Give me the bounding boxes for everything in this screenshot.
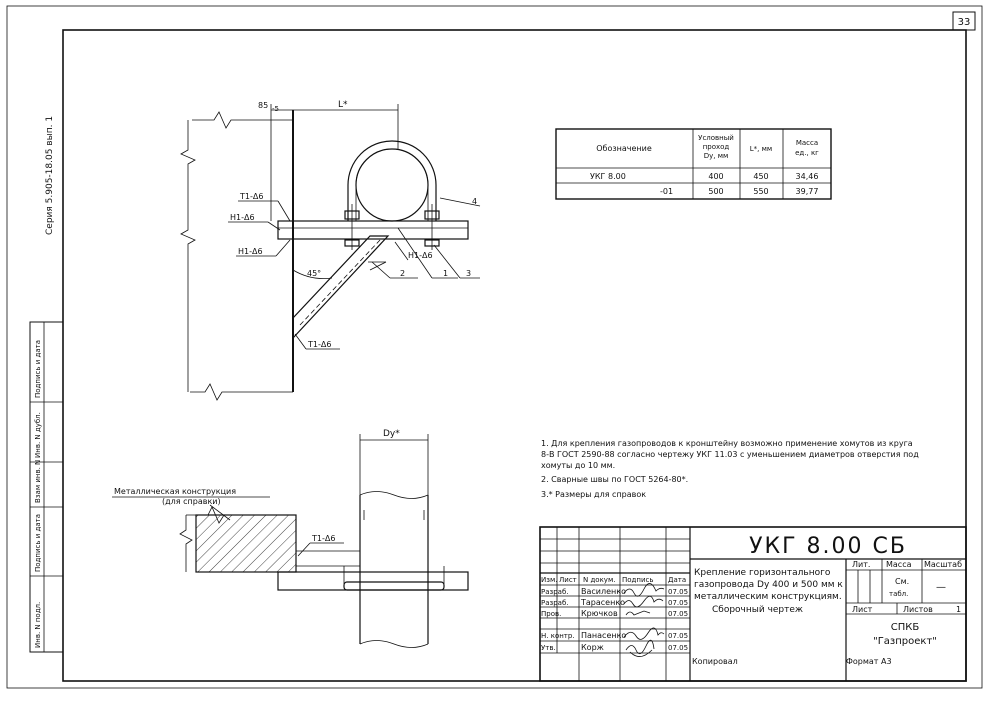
name-2: Тарасенко — [580, 598, 625, 607]
spec-header-mass-2: ед., кг — [795, 149, 819, 157]
stamp-inv-dubl: Инв. N дубл. — [34, 412, 42, 458]
callout-4: 4 — [472, 197, 477, 206]
col-list: Лист — [559, 576, 577, 584]
dim-85-label: 85 — [258, 101, 268, 110]
sheet-label: Лист — [852, 605, 873, 614]
mass-value: См. — [895, 577, 909, 586]
mass-value-2: табл. — [889, 590, 908, 598]
spec-row1-designation: УКГ 8.00 — [590, 172, 626, 181]
date-5: 07.05 — [668, 644, 688, 652]
series-label: Серия 5.905-18.05 вып. 1 — [45, 116, 55, 235]
role-5: Утв. — [541, 644, 556, 652]
org-name-1: СПКБ — [891, 622, 920, 633]
dim-85-sub: -5 — [272, 105, 279, 113]
spec-header-dy-1: Условный — [698, 134, 734, 142]
stamp-podpis-1: Подпись и дата — [34, 514, 42, 572]
name-5: Корж — [581, 643, 604, 652]
side-stamp: Инв. N подл. Подпись и дата Взам инв. N … — [29, 321, 64, 653]
stamp-podpis-2: Подпись и дата — [34, 340, 42, 398]
col-izm: Изм. — [541, 576, 557, 584]
page-number-box — [952, 11, 976, 31]
angle-label: 45° — [307, 269, 321, 278]
plan-view: Металлическая конструкция (для справки) … — [112, 429, 469, 648]
note-line-2: 8-В ГОСТ 2590-88 согласно чертежу УКГ 11… — [541, 450, 919, 459]
spec-row2-mass: 39,77 — [796, 187, 819, 196]
spec-row1-dy: 400 — [708, 172, 723, 181]
date-1: 07.05 — [668, 588, 688, 596]
name-4: Панасенко — [581, 631, 626, 640]
scale-value: — — [936, 582, 946, 593]
title-line-3: металлическим конструкциям. — [694, 592, 842, 602]
spec-row1-l: 450 — [753, 172, 768, 181]
notes: 1. Для крепления газопроводов к кронштей… — [541, 439, 919, 499]
lit-label: Лит. — [852, 560, 870, 569]
spec-header-dy-3: Dу, мм — [704, 152, 729, 160]
weld-t1-plan: T1-Δ6 — [311, 534, 335, 543]
role-2: Разраб. — [541, 599, 569, 607]
spec-row2-dy: 500 — [708, 187, 723, 196]
signature-5 — [625, 639, 655, 657]
weld-h1-brace: H1-Δ6 — [408, 251, 433, 260]
role-3: Пров. — [541, 610, 561, 618]
col-podpis: Подпись — [622, 576, 654, 584]
note-line-4: 2. Сварные швы по ГОСТ 5264-80*. — [541, 475, 688, 484]
sheets-label: Листов — [903, 605, 933, 614]
metal-construction-sub: (для справки) — [162, 497, 221, 506]
copied-label: Копировал — [692, 657, 738, 666]
weld-t1-top: T1-Δ6 — [239, 192, 263, 201]
note-line-5: 3.* Размеры для справок — [541, 490, 646, 499]
page-number: 33 — [958, 17, 971, 28]
spec-row1-mass: 34,46 — [796, 172, 819, 181]
date-3: 07.05 — [668, 610, 688, 618]
note-line-3: хомуты до 10 мм. — [541, 461, 615, 470]
col-data: Дата — [668, 576, 686, 584]
col-ndokum: N докум. — [583, 576, 615, 584]
title-line-1: Крепление горизонтального — [694, 568, 831, 578]
spec-header-l: L*, мм — [750, 145, 772, 153]
drawing-code: УКГ 8.00 СБ — [749, 534, 907, 559]
metal-construction-title: Металлическая конструкция — [114, 487, 236, 496]
stamp-vzam-inv: Взам инв. N — [34, 460, 42, 503]
role-4: Н. контр. — [541, 632, 575, 640]
name-3: Крючков — [581, 609, 618, 618]
stamp-inv-podl: Инв. N подл. — [34, 602, 42, 648]
spec-header-mass-1: Масса — [796, 139, 818, 147]
outer-frame — [6, 5, 983, 689]
weld-h1-top: H1-Δ6 — [230, 213, 255, 222]
signature-1 — [623, 583, 665, 597]
spec-row2-l: 550 — [753, 187, 768, 196]
role-1: Разраб. — [541, 588, 569, 596]
title-subtitle: Сборочный чертеж — [712, 605, 803, 615]
callout-2: 2 — [400, 269, 405, 278]
dim-l-label: L* — [338, 100, 348, 110]
callout-1: 1 — [443, 269, 448, 278]
spec-table: Обозначение Условный проход Dу, мм L*, м… — [555, 128, 832, 200]
note-line-1: 1. Для крепления газопроводов к кронштей… — [541, 439, 913, 448]
org-name-2: "Газпроект" — [873, 636, 937, 647]
dim-dy-label: Dу* — [383, 429, 400, 439]
signature-3 — [625, 610, 651, 616]
elevation-view: 85 -5 L* T1-Δ6 H1-Δ6 H1-Δ6 H1-Δ6 T1-Δ6 4… — [180, 100, 481, 401]
spec-header-dy-2: проход — [703, 143, 730, 151]
weld-t1-bottom: T1-Δ6 — [307, 340, 331, 349]
title-line-2: газопровода Dу 400 и 500 мм к — [694, 580, 843, 590]
mass-label: Масса — [886, 560, 912, 569]
scale-label: Масштаб — [924, 560, 962, 569]
sheets-value: 1 — [956, 605, 961, 614]
title-block: УКГ 8.00 СБ Крепление горизонтального га… — [539, 526, 967, 682]
signature-2 — [623, 595, 664, 608]
weld-h1-left: H1-Δ6 — [238, 247, 263, 256]
spec-header-designation: Обозначение — [596, 144, 652, 153]
name-1: Василенко — [581, 587, 626, 596]
format-label: Формат А3 — [846, 657, 892, 666]
date-4: 07.05 — [668, 632, 688, 640]
date-2: 07.05 — [668, 599, 688, 607]
signature-4 — [623, 627, 665, 640]
callout-3: 3 — [466, 269, 471, 278]
spec-row2-designation: -01 — [660, 187, 673, 196]
